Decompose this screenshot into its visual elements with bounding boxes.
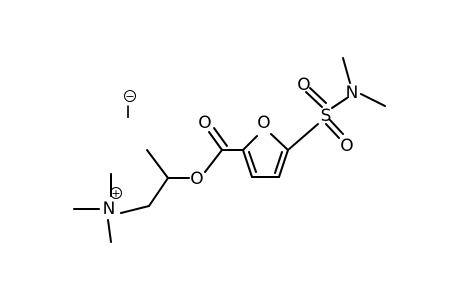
bond-s-n [331,97,348,109]
bond-c5-s [287,123,319,151]
atom-nitrogen-ammonium: N [103,199,116,219]
bond-n-methyl-down [107,219,112,243]
charge-iodide: − [125,90,134,103]
bond-furan-o-c5 [270,133,289,151]
bond-s-o-top-2 [309,87,327,104]
bond-furan-c3-c2 [242,149,253,178]
bond-c-o-carbonyl-1 [208,131,223,151]
bond-s-o-bottom-2 [329,119,344,135]
charge-iodide-ring [124,90,136,102]
bond-furan-c3-c2-double [248,151,257,173]
bond-s-o-top-1 [305,91,323,108]
atom-oxygen-carbonyl: O [198,113,211,133]
bond-furan-c2-o [242,135,258,151]
atom-oxygen-ester: O [190,169,203,189]
bond-furan-c5-c4 [278,149,289,178]
bond-c-o-carbonyl-2 [213,127,228,147]
atom-sulfur: S [321,106,332,126]
bond-n-methyl-top [342,57,351,84]
bond-n-methyl-right [360,93,386,107]
charge-ammonium: + [111,187,120,200]
bond-ch2-ch [148,177,169,207]
atom-oxygen-furan: O [257,113,270,133]
bond-ch-methyl [146,149,169,179]
atom-iodide: I [125,103,130,123]
charge-ammonium-ring [110,187,122,199]
atom-oxygen-sulfonyl-bottom: O [340,136,353,156]
bond-n-ch2 [120,205,150,214]
atom-nitrogen-sulfonamide: N [346,83,359,103]
bond-s-o-bottom-1 [325,123,340,139]
bond-o-ester-c [204,149,223,173]
bond-furan-c5-c4-double [274,151,283,174]
atom-oxygen-sulfonyl-top: O [297,75,310,95]
